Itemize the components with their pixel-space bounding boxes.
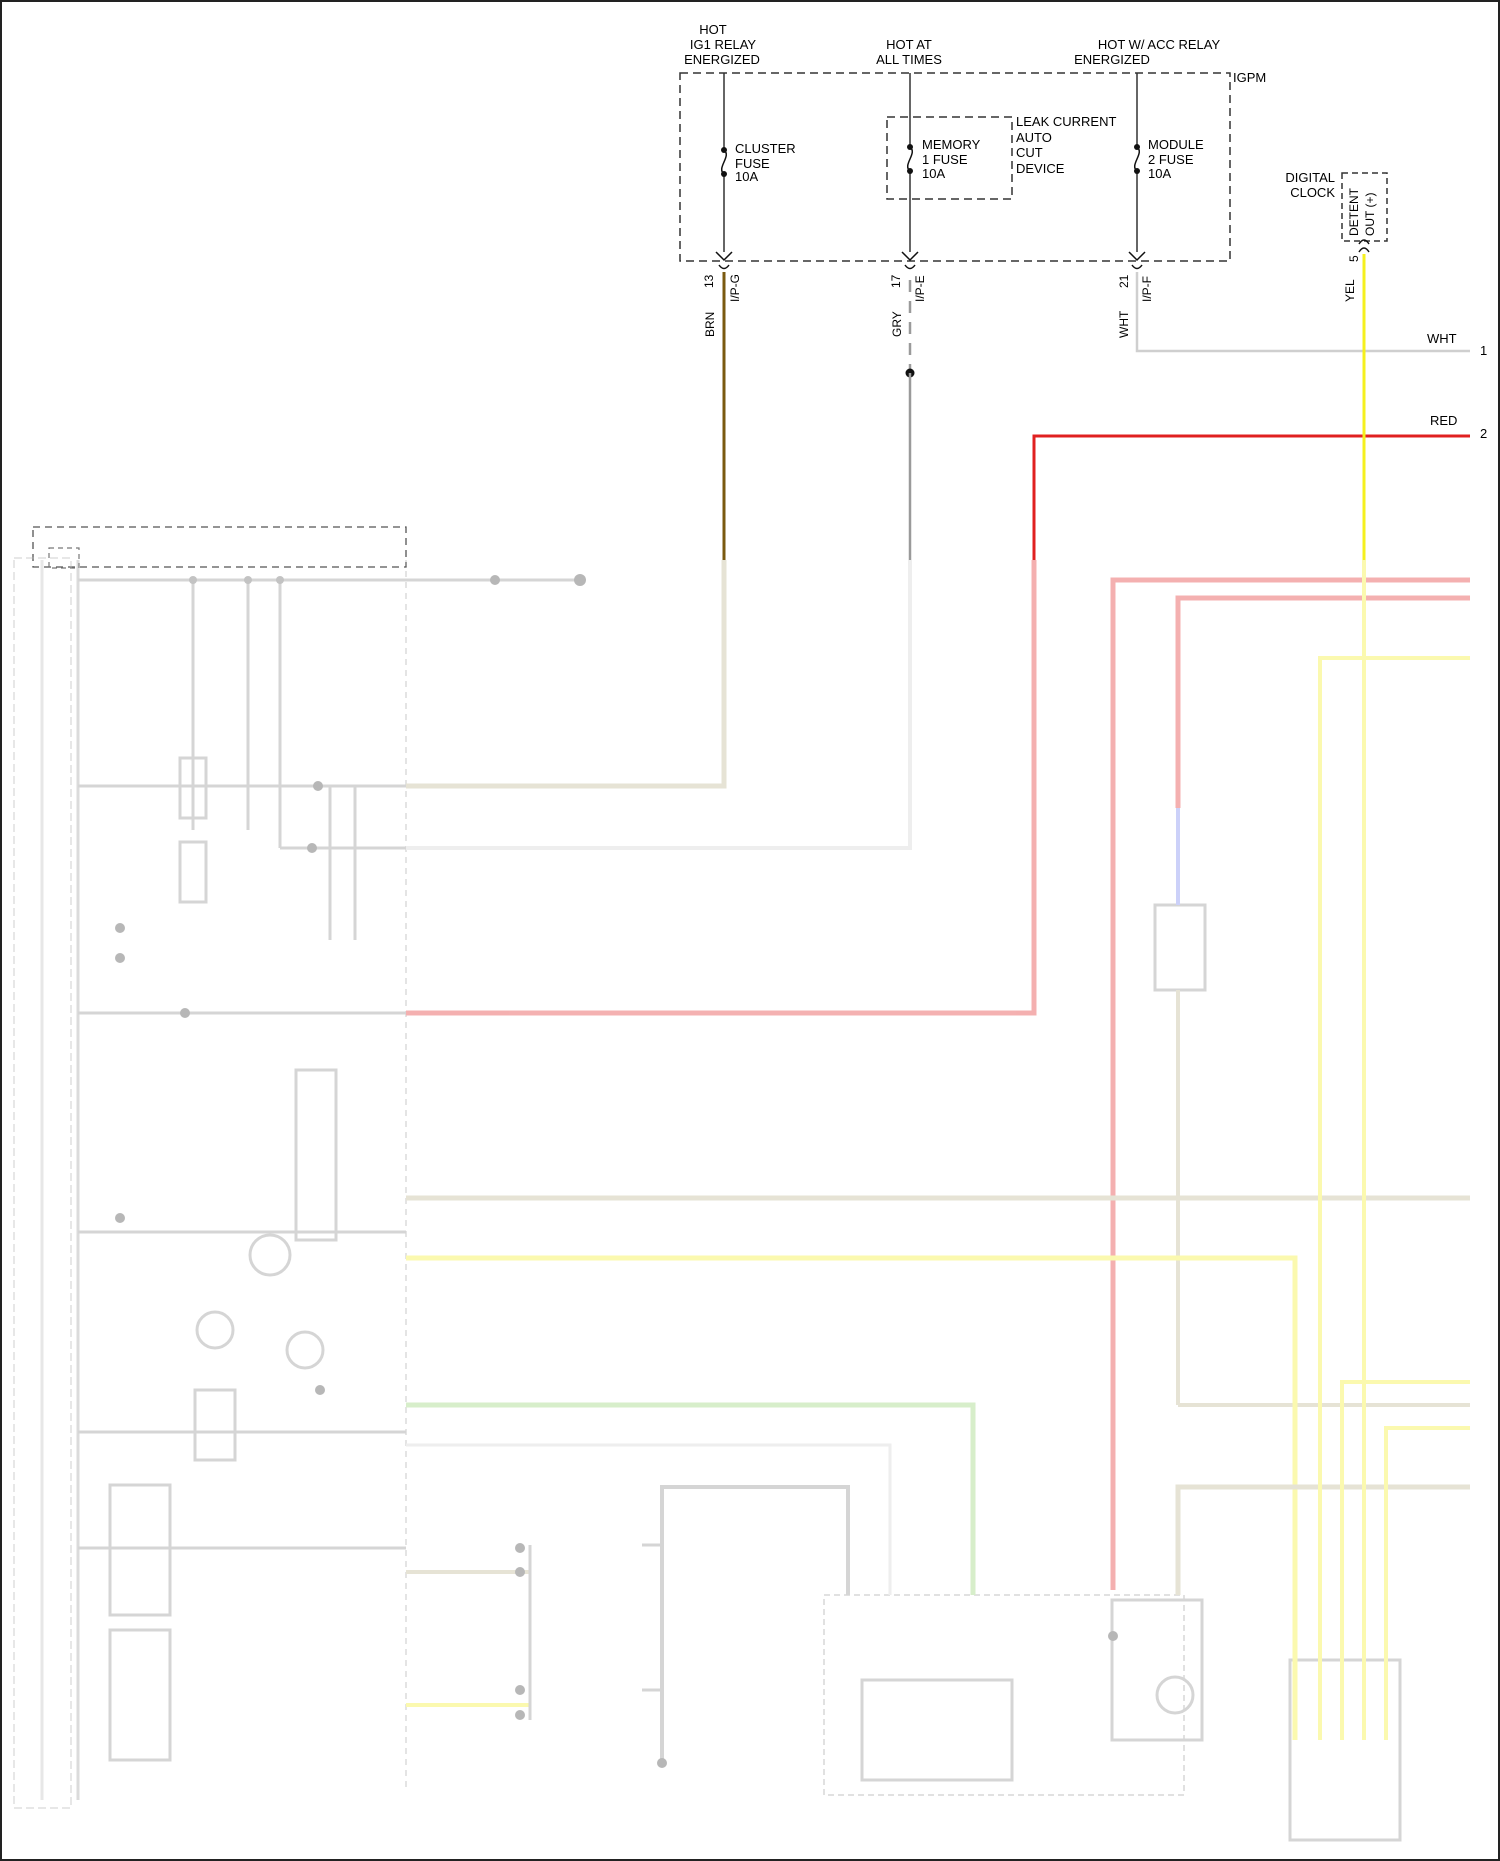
svg-text:DEVICE: DEVICE	[1016, 161, 1065, 176]
right-wire-num-2: 2	[1480, 426, 1487, 441]
svg-text:CLUSTER: CLUSTER	[735, 141, 796, 156]
digital-clock-pin-out: OUT (+)	[1363, 193, 1377, 236]
svg-text:10A: 10A	[922, 166, 945, 181]
fuse-symbol-memory	[904, 144, 916, 174]
cluster-box-top	[33, 527, 406, 567]
svg-text:ENERGIZED: ENERGIZED	[1074, 52, 1150, 67]
svg-text:10A: 10A	[735, 169, 758, 184]
connector-symbol-17	[902, 252, 918, 269]
svg-text:2 FUSE: 2 FUSE	[1148, 152, 1194, 167]
wire-wht	[1137, 272, 1470, 351]
faded-lower-section	[14, 558, 1470, 1840]
fuse-label-memory: MEMORY 1 FUSE 10A	[922, 137, 981, 181]
power-source-always: HOT AT ALL TIMES	[876, 37, 942, 67]
svg-text:MODULE: MODULE	[1148, 137, 1204, 152]
svg-text:MEMORY: MEMORY	[922, 137, 981, 152]
igpm-label: IGPM	[1233, 70, 1266, 85]
connector-name-ip-g: I/P-G	[728, 274, 742, 302]
connector-pin-21: 21	[1117, 274, 1131, 288]
digital-clock-pin-detent: DETENT	[1347, 187, 1361, 236]
wire-label-wht: WHT	[1117, 310, 1131, 338]
digital-clock-label: DIGITAL CLOCK	[1285, 170, 1335, 200]
right-wire-label-wht: WHT	[1427, 331, 1457, 346]
wire-red	[1034, 436, 1470, 560]
power-source-ig1: HOT IG1 RELAY ENERGIZED	[684, 22, 760, 67]
right-wire-label-red: RED	[1430, 413, 1457, 428]
svg-text:AUTO: AUTO	[1016, 130, 1052, 145]
right-wire-num-1: 1	[1480, 343, 1487, 358]
svg-text:IG1 RELAY: IG1 RELAY	[690, 37, 757, 52]
connector-name-ip-e: I/P-E	[913, 275, 927, 302]
svg-text:ENERGIZED: ENERGIZED	[684, 52, 760, 67]
svg-text:LEAK CURRENT: LEAK CURRENT	[1016, 114, 1116, 129]
connector-pin-13: 13	[702, 274, 716, 288]
connector-name-ip-f: I/P-F	[1140, 276, 1154, 302]
connector-symbol-5	[1359, 240, 1369, 252]
svg-text:HOT AT: HOT AT	[886, 37, 932, 52]
svg-text:1 FUSE: 1 FUSE	[922, 152, 968, 167]
svg-text:HOT: HOT	[699, 22, 727, 37]
digital-clock-pin-5: 5	[1347, 255, 1361, 262]
svg-text:HOT W/ ACC RELAY: HOT W/ ACC RELAY	[1098, 37, 1221, 52]
fuse-label-cluster: CLUSTER FUSE 10A	[735, 141, 796, 184]
leak-device-label: LEAK CURRENT AUTO CUT DEVICE	[1016, 114, 1116, 176]
fuse-label-module: MODULE 2 FUSE 10A	[1148, 137, 1204, 181]
power-source-acc: HOT W/ ACC RELAY ENERGIZED	[1074, 37, 1220, 67]
svg-text:CLOCK: CLOCK	[1290, 185, 1335, 200]
svg-text:ALL TIMES: ALL TIMES	[876, 52, 942, 67]
wire-label-gry: GRY	[890, 311, 904, 337]
wire-label-yel: YEL	[1343, 279, 1357, 302]
wire-label-brn: BRN	[703, 312, 717, 337]
svg-text:10A: 10A	[1148, 166, 1171, 181]
fuse-symbol-cluster	[718, 147, 730, 177]
svg-text:DIGITAL: DIGITAL	[1285, 170, 1335, 185]
connector-pin-17: 17	[889, 274, 903, 288]
fuse-symbol-module	[1131, 144, 1143, 174]
svg-text:CUT: CUT	[1016, 145, 1043, 160]
